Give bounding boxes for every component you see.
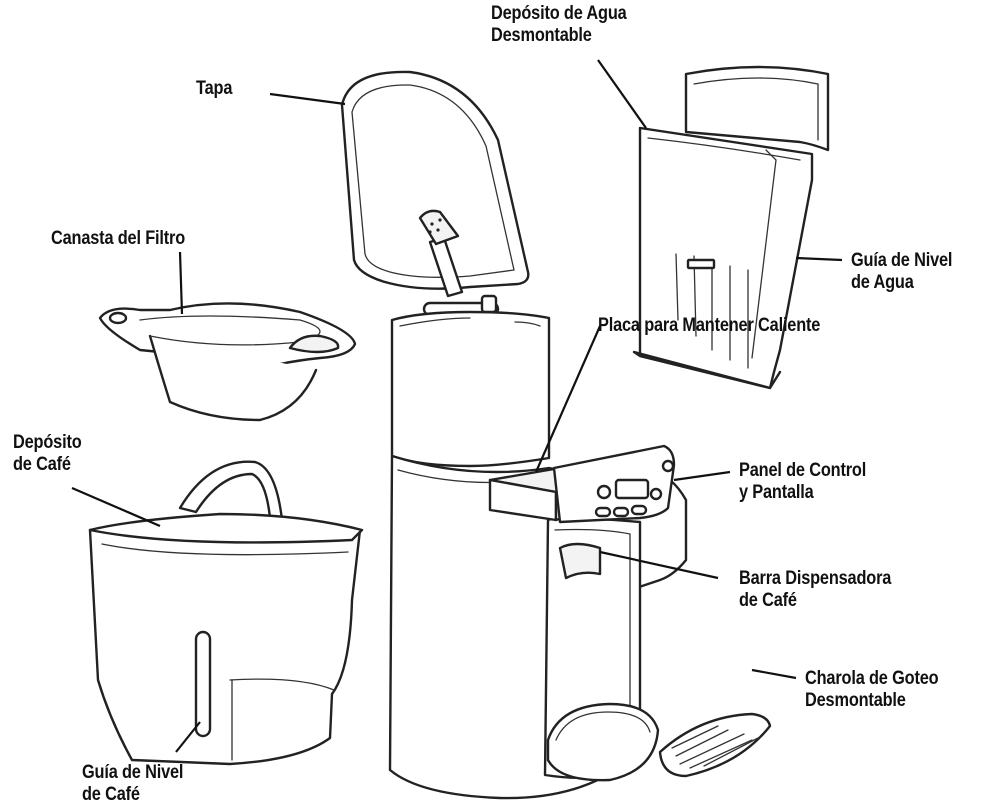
- lid-part: [340, 70, 530, 317]
- label-guia-nivel-cafe-line2: de Café: [82, 784, 140, 805]
- label-canasta-filtro-line1: Canasta del Filtro: [51, 228, 186, 249]
- label-charola-goteo: Charola de Goteo Desmontable: [805, 668, 939, 712]
- label-guia-nivel-agua-line2: de Agua: [851, 272, 914, 293]
- coffee-carafe: [88, 460, 364, 766]
- label-deposito-agua-line1: Depósito de Agua: [491, 3, 627, 24]
- label-deposito-cafe: Depósito de Café: [13, 432, 82, 476]
- label-placa: Placa para Mantener Caliente: [598, 315, 820, 337]
- label-guia-nivel-agua: Guía de Nivel de Agua: [851, 250, 952, 294]
- label-placa-line1: Placa para Mantener Caliente: [598, 315, 821, 336]
- drip-tray: [658, 712, 772, 778]
- label-deposito-cafe-line2: de Café: [13, 454, 71, 475]
- label-tapa: Tapa: [196, 78, 232, 100]
- label-tapa-line1: Tapa: [196, 78, 233, 99]
- label-guia-nivel-cafe-line1: Guía de Nivel: [82, 762, 184, 783]
- label-deposito-agua: Depósito de Agua Desmontable: [491, 3, 627, 47]
- label-barra-dispensadora-line2: de Café: [739, 590, 797, 611]
- label-panel-control: Panel de Control y Pantalla: [739, 460, 866, 504]
- label-deposito-cafe-line1: Depósito: [13, 432, 82, 453]
- label-charola-goteo-line1: Charola de Goteo: [805, 668, 939, 689]
- leader-lines: [71, 59, 843, 753]
- label-deposito-agua-line2: Desmontable: [491, 25, 592, 46]
- label-charola-goteo-line2: Desmontable: [805, 690, 906, 711]
- filter-basket: [98, 302, 357, 422]
- warming-plate-and-panel: [488, 444, 676, 524]
- label-barra-dispensadora-line1: Barra Dispensadora: [739, 568, 892, 589]
- label-guia-nivel-cafe: Guía de Nivel de Café: [82, 762, 183, 806]
- label-barra-dispensadora: Barra Dispensadora de Café: [739, 568, 891, 612]
- label-guia-nivel-agua-line1: Guía de Nivel: [851, 250, 953, 271]
- label-panel-control-line2: y Pantalla: [739, 482, 814, 503]
- label-canasta-filtro: Canasta del Filtro: [51, 228, 185, 250]
- label-panel-control-line1: Panel de Control: [739, 460, 867, 481]
- base-body: [388, 310, 688, 800]
- water-reservoir: [632, 65, 830, 390]
